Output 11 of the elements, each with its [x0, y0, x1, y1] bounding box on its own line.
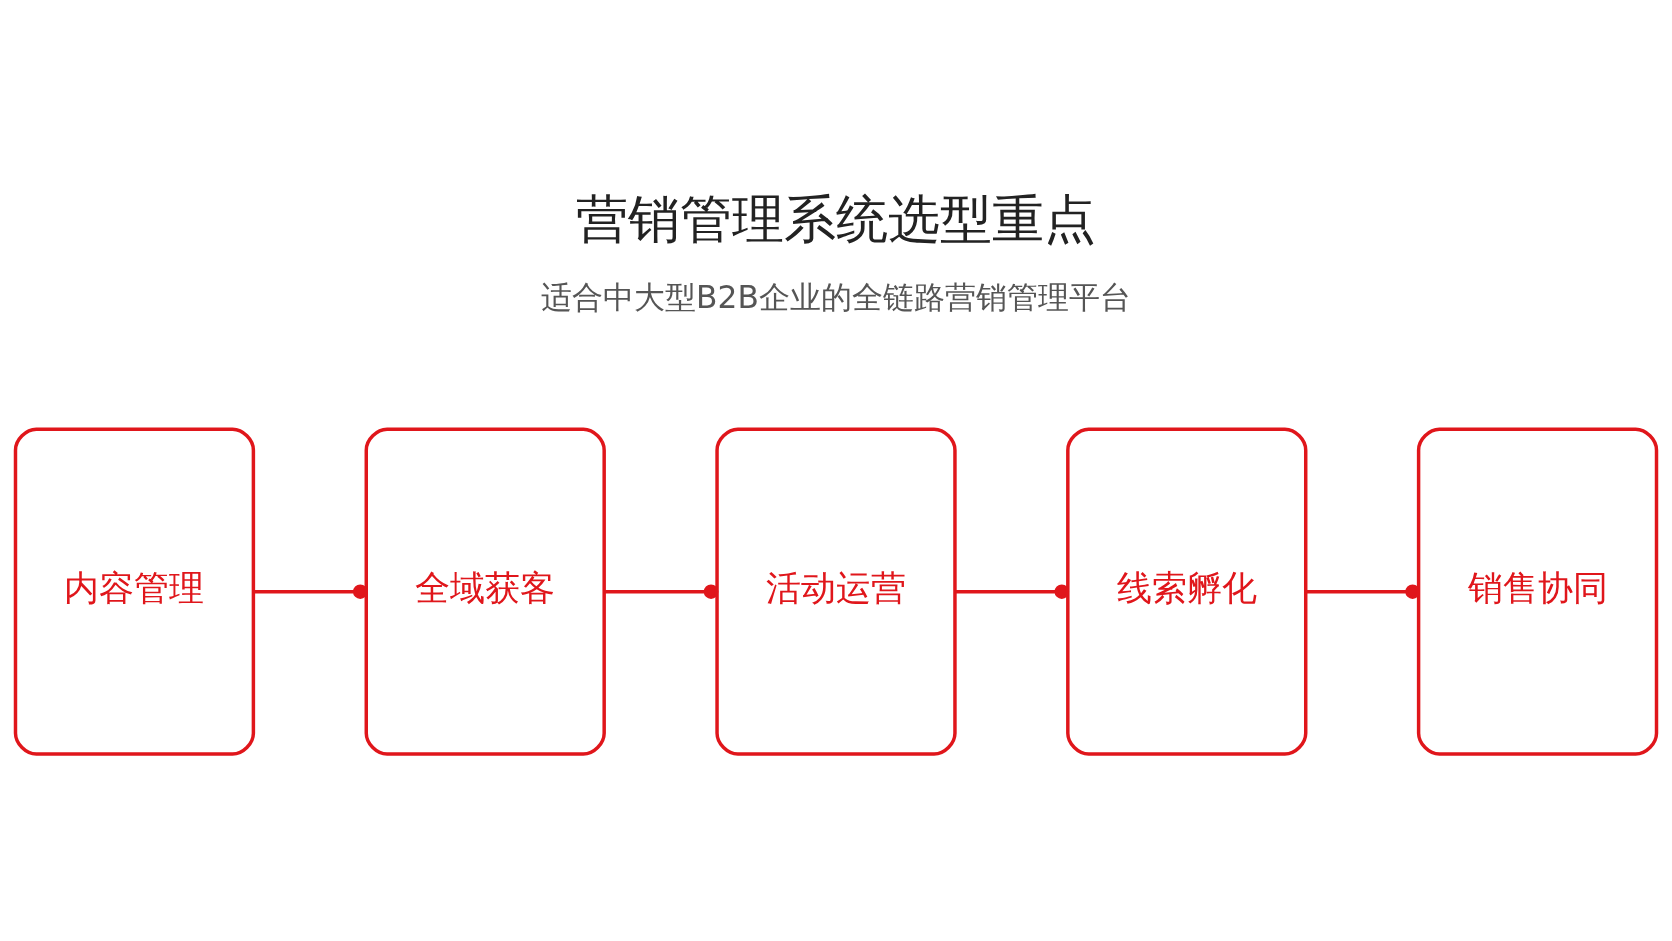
- node-box: 线索孵化: [1066, 427, 1308, 756]
- node-box: 活动运营: [715, 427, 957, 756]
- node-box: 内容管理: [13, 427, 256, 756]
- diagram-title: 营销管理系统选型重点: [576, 188, 1096, 249]
- connector: [1306, 583, 1420, 599]
- connector: [955, 583, 1070, 599]
- label: 适合中大型B2B企业的全链路营销管理平台: [541, 278, 1131, 315]
- connector: [604, 583, 719, 599]
- node-box: 全域获客: [364, 427, 606, 756]
- connector: [253, 583, 368, 599]
- node-box: 销售协同: [1416, 427, 1659, 756]
